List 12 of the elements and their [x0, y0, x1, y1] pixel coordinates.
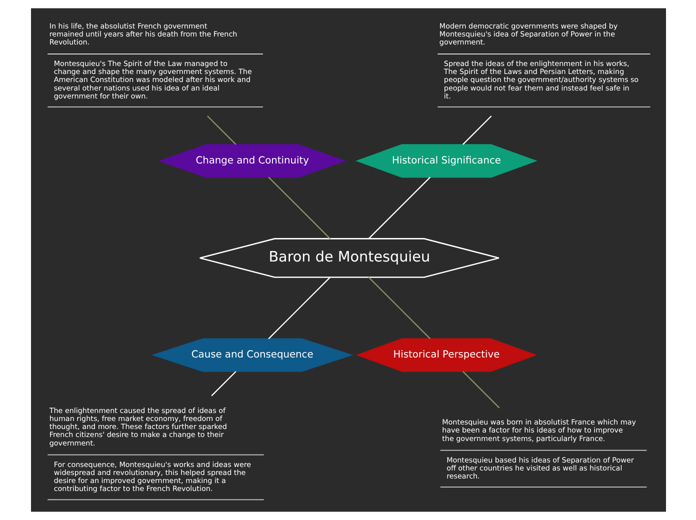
connector	[206, 116, 236, 145]
connector	[368, 276, 430, 340]
connector	[268, 176, 330, 240]
node-text: Montesquieu was born in absolutist France which may have been a factor for his ideas of how to improve the government systems, particularly France. Montesquieu based his ideas of Separation of Power off other countries he visited as well as historical research.	[442, 418, 636, 480]
connector	[368, 176, 430, 240]
node-text: The enlightenment caused the spread of ideas of human rights, free market economy, freedom of thought, and more. These factors further sparked French citizens' desire to make a change to their government. For consequence, Montesquieu's works and ideas were widespread and revolutionary, this helped spread the desire for an improved government, making it a contributing factor to the French Revolution.	[48, 406, 251, 494]
node-text: Modern democratic governments were shaped by Montesquieu's idea of Separation of Power in the government. Spread the ideas of the enlightenment in his works, The Spirit of the Laws and Persian Letters, making people question the government/authority systems so people would not fear them and instead feel safe in it.	[438, 21, 638, 100]
connector	[462, 116, 492, 145]
node-text: In his life, the absolutist French government remained until years after his death from the French Revolution. Montesquieu's The Spirit of the Law managed to change and shape the many government systems. The American Constitution was modeled after his work and several other nations used his idea of an ideal government for their own.	[48, 21, 252, 100]
connector	[268, 276, 330, 340]
connector	[462, 371, 500, 408]
connector	[210, 371, 236, 396]
